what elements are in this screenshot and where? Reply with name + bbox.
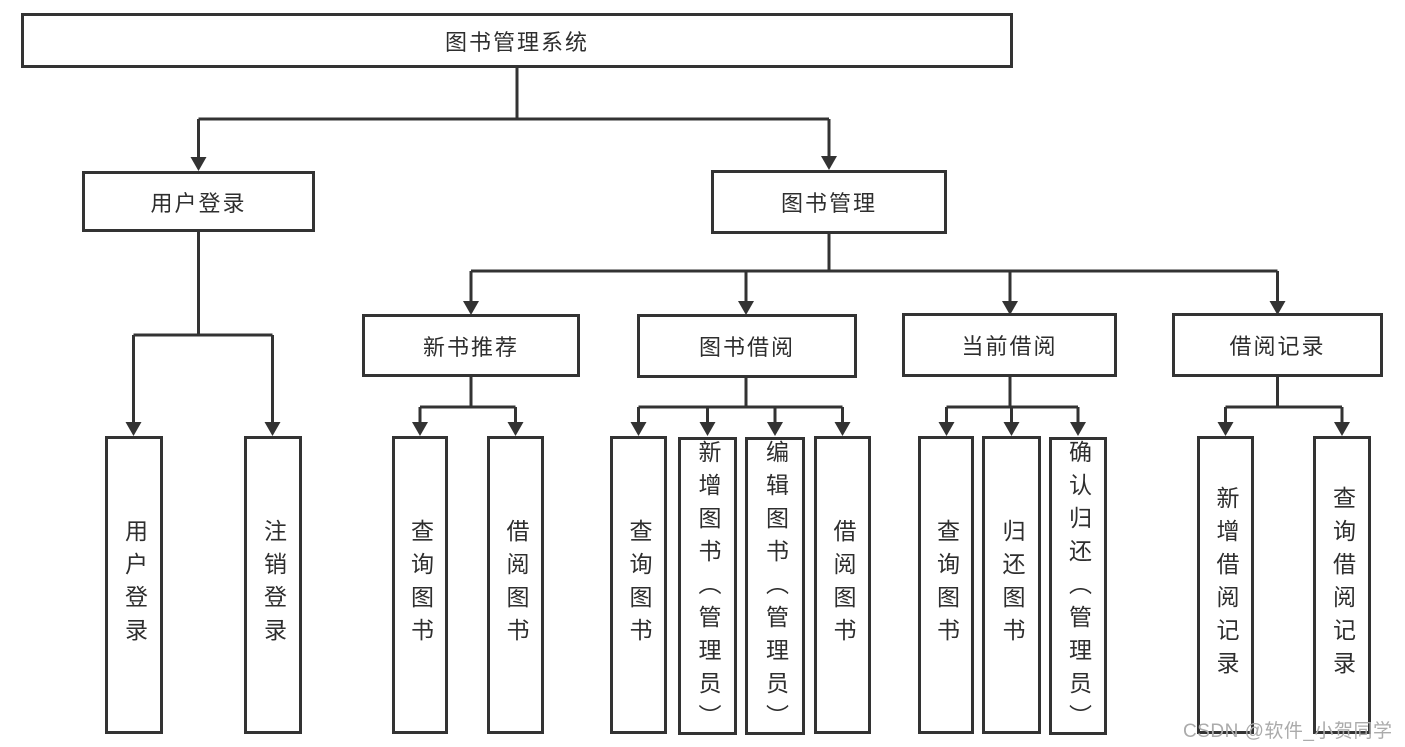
leaf-query-borrow-record: 查询借阅记录: [1313, 436, 1371, 734]
arrowhead: [699, 422, 716, 436]
leaf-edit-book-admin: 编辑图书（管理员）: [745, 437, 805, 737]
arrowhead: [412, 422, 428, 436]
node-current-borrowing: 当前借阅: [902, 313, 1117, 377]
leaf-borrow-book: 借阅图书: [814, 436, 871, 734]
leaf-logout: 注销登录: [244, 436, 302, 734]
node-library-system: 图书管理系统: [21, 13, 1013, 68]
arrowhead: [1003, 422, 1020, 436]
leaf-user-login: 用户登录: [105, 436, 163, 734]
arrowhead: [767, 422, 783, 436]
arrowhead: [821, 156, 837, 170]
leaf-query-book-current: 查询图书: [918, 436, 974, 734]
arrowhead: [507, 422, 524, 436]
leaf-confirm-return-admin: 确认归还（管理员）: [1049, 437, 1107, 737]
node-book-borrowing: 图书借阅: [637, 314, 857, 378]
leaf-query-book-borrowing: 查询图书: [610, 436, 667, 734]
leaf-add-borrow-record: 新增借阅记录: [1197, 436, 1254, 734]
arrowhead: [264, 422, 281, 436]
arrowhead: [1002, 301, 1018, 315]
arrowhead: [1334, 422, 1350, 436]
arrowhead: [630, 422, 647, 436]
arrowhead: [738, 301, 754, 315]
leaf-borrow-book-recommend: 借阅图书: [487, 436, 544, 734]
arrowhead: [463, 301, 479, 315]
leaf-return-book: 归还图书: [982, 436, 1041, 734]
node-borrowing-records: 借阅记录: [1172, 313, 1383, 377]
arrowhead: [938, 422, 955, 436]
leaf-query-book-recommend: 查询图书: [392, 436, 448, 734]
arrowhead: [1269, 301, 1286, 315]
arrowhead: [1070, 422, 1086, 436]
node-new-book-recommend: 新书推荐: [362, 314, 580, 377]
arrowhead: [1217, 422, 1234, 436]
arrowhead: [125, 422, 142, 436]
arrowhead: [834, 422, 851, 436]
leaf-add-book-admin: 新增图书（管理员）: [678, 437, 737, 737]
node-book-management: 图书管理: [711, 170, 947, 234]
arrowhead: [190, 157, 207, 171]
node-user-login: 用户登录: [82, 171, 315, 232]
watermark: CSDN @软件_小贺同学: [1183, 721, 1393, 742]
